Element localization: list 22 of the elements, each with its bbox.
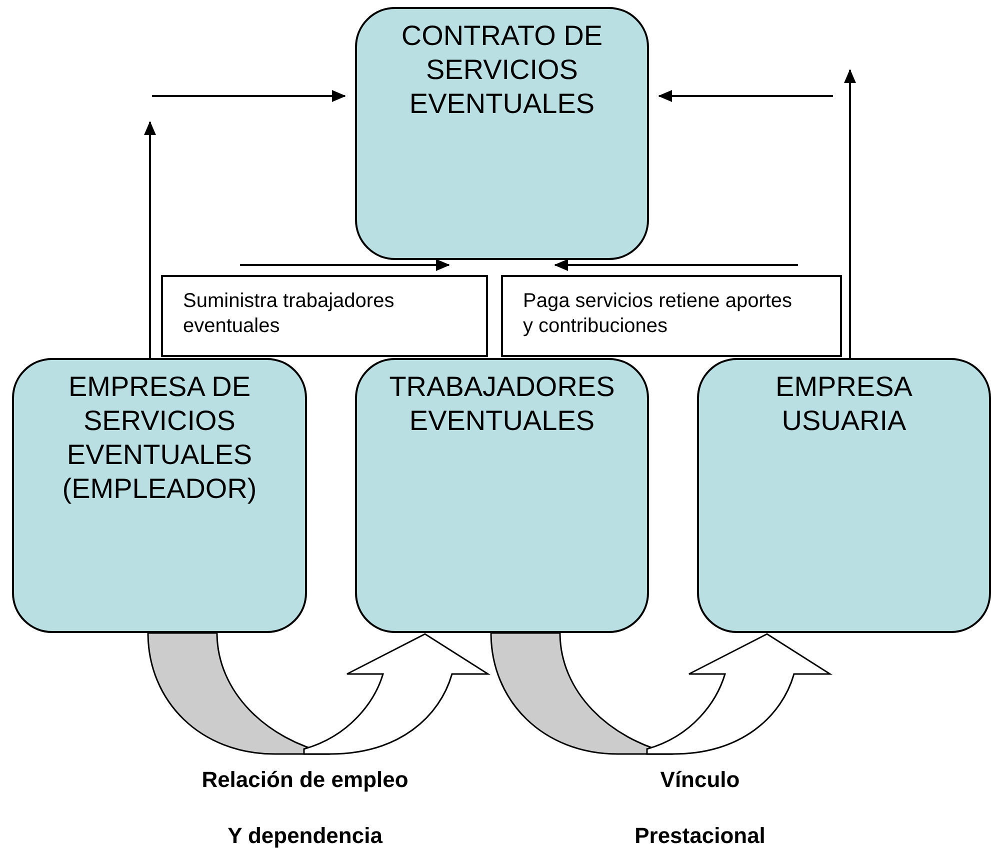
arrow <box>144 121 156 358</box>
arrow <box>554 259 798 271</box>
box-text: CONTRATO DE SERVICIOS EVENTUALES <box>400 19 604 121</box>
box-text: TRABAJADORES EVENTUALES <box>388 370 616 438</box>
edge-label: Vínculo Prestacional <box>634 766 766 850</box>
arrow <box>658 90 833 102</box>
process-box <box>12 358 307 633</box>
process-box <box>355 7 649 260</box>
process-box <box>697 358 991 633</box>
edge-label: Relación de empleo Y dependencia <box>200 766 410 850</box>
note-box <box>161 275 488 357</box>
curved-block-arrow <box>147 632 489 755</box>
process-box <box>355 358 649 633</box>
arrow <box>240 259 450 271</box>
box-text: EMPRESA DE SERVICIOS EVENTUALES (EMPLEADOR) <box>61 370 258 506</box>
arrow <box>844 69 856 358</box>
arrow <box>152 90 346 102</box>
box-text: EMPRESA USUARIA <box>774 370 914 438</box>
box-text: Paga servicios retiene aportes y contribuciones <box>523 289 794 339</box>
box-text: Suministra trabajadores eventuales <box>183 289 396 339</box>
curved-block-arrow <box>490 632 831 755</box>
note-box <box>501 275 842 357</box>
